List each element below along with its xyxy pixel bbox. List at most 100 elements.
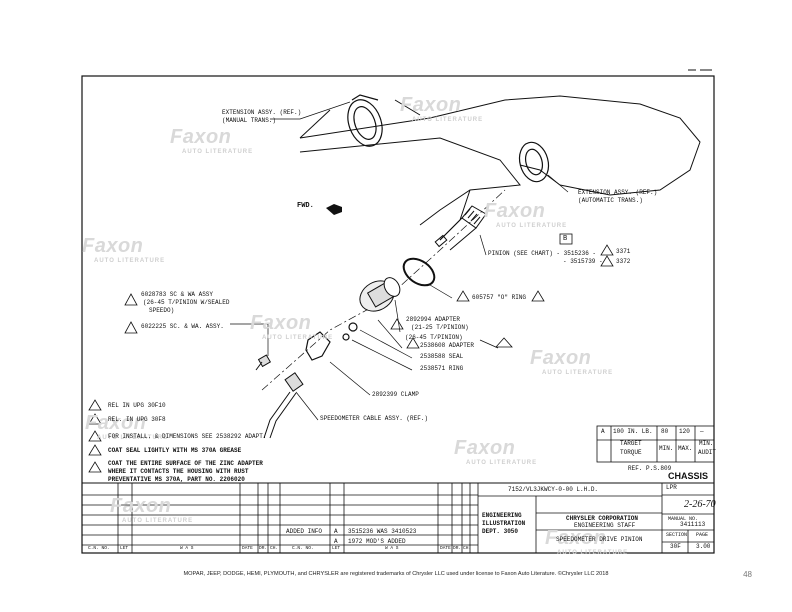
note-2: REL. IN UPG 30F8 — [108, 416, 166, 423]
manual-no-label: MANUAL NO. — [668, 516, 699, 522]
col-cn-no-2: C.N. NO. — [292, 546, 314, 551]
clamp-shape — [305, 331, 331, 361]
torque-max: MAX. — [678, 445, 693, 452]
drawing-title: SPEEDOMETER DRIVE PINION — [556, 536, 643, 543]
label-extension-auto-sub: (AUTOMATIC TRANS.) — [578, 197, 643, 204]
added-info: ADDED INFO — [286, 528, 323, 535]
note-triangles — [124, 244, 614, 349]
release-date: 2-26-70 — [684, 499, 716, 510]
corporation: CHRYSLER CORPORATION — [566, 515, 639, 522]
seal-shape — [348, 322, 358, 332]
title-block-grid — [82, 483, 714, 553]
label-clamp: 2892399 CLAMP — [372, 391, 419, 398]
torque-min-audit: MIN. — [699, 440, 714, 447]
page-value: 3.00 — [696, 543, 711, 550]
note-3: FOR INSTALL. & DIMENSIONS SEE 2538292 AD… — [108, 433, 267, 440]
label-sc-assy-3: SPEEDO) — [149, 307, 175, 314]
screw-shape — [255, 354, 272, 371]
revision-b-mark: A — [334, 538, 338, 545]
chassis-title: CHASSIS — [668, 471, 709, 481]
page-label: PAGE — [696, 532, 709, 538]
label-sc-assy-1: 6028783 SC & WA ASSY — [141, 291, 214, 298]
label-extension-auto: EXTENSION ASSY. (REF.) — [578, 189, 658, 196]
col-cn-no: C.N. NO. — [88, 546, 110, 551]
col-ch: CH. — [270, 546, 279, 551]
label-adapter-1b: (21-25 T/PINION) — [411, 324, 469, 331]
torque-audit: AUDIT — [698, 449, 717, 456]
label-seal: 2538588 SEAL — [420, 353, 464, 360]
label-adapter-2b: 2538608 ADAPTER — [420, 342, 475, 349]
label-o-ring: 605757 "O" RING — [472, 294, 527, 301]
engineering-2: ILLUSTRATION — [482, 520, 526, 527]
note-5a: COAT THE ENTIRE SURFACE OF THE ZINC ADAP… — [108, 460, 263, 467]
label-pinion-2: - 3515739 - — [563, 258, 603, 265]
col-dr: DR. — [259, 546, 268, 551]
fwd-arrow — [326, 204, 342, 215]
label-adapter-1: 2892994 ADAPTER — [406, 316, 461, 323]
torque-mark: A — [601, 428, 605, 435]
cable-shape — [263, 372, 304, 439]
engineering-1: ENGINEERING — [482, 512, 522, 519]
col-was: W A S — [180, 546, 194, 551]
lpr-label: LPR — [666, 484, 677, 491]
torque-col-1: 80 — [661, 428, 669, 435]
center-line — [261, 189, 506, 391]
label-fwd: FWD. — [297, 202, 314, 210]
label-sc-assy-4: 6022225 SC. & WA. ASSY. — [141, 323, 224, 330]
torque-label: TORQUE — [620, 449, 642, 456]
manual-no: 3411113 — [680, 521, 706, 528]
label-box-b: B — [563, 235, 568, 243]
label-ring: 2538571 RING — [420, 365, 464, 372]
auto-extension-ring — [518, 141, 550, 183]
model-number: 7152/VL3JKWCY-0-00 L.H.D. — [508, 486, 599, 493]
revision-a-text: 3515236 WAS 3410523 — [348, 528, 417, 535]
ring-shape — [342, 333, 350, 341]
col-date: DATE — [242, 546, 253, 551]
col-dr-2: DR. — [453, 546, 462, 551]
torque-min: MIN. — [659, 445, 674, 452]
torque-table-grid — [596, 425, 715, 463]
label-pinion: PINION (SEE CHART) - 3515236 - — [488, 250, 597, 257]
revision-a-mark: A — [334, 528, 338, 535]
revision-b-text: 1972 MOD'S ADDED — [348, 538, 406, 545]
section-label: SECTION — [666, 532, 688, 538]
torque-value: 100 IN. LB. — [613, 428, 653, 435]
label-pinion-ref-1: 3371 — [616, 248, 631, 255]
torque-col-3: — — [700, 428, 704, 435]
section-value: 30F — [670, 543, 681, 550]
label-adapter-2a: (26-45 T/PINION) — [405, 334, 463, 341]
pinion-gear — [434, 205, 487, 251]
engineering-staff: ENGINEERING STAFF — [574, 522, 636, 529]
label-extension-manual: EXTENSION ASSY. (REF.) — [222, 109, 302, 116]
note-4: COAT SEAL LIGHTLY WITH MS 370A GREASE — [108, 447, 242, 454]
col-ch-2: CH. — [463, 546, 472, 551]
note-5b: WHERE IT CONTACTS THE HOUSING WITH RUST — [108, 468, 249, 475]
label-cable: SPEEDOMETER CABLE ASSY. (REF.) — [320, 415, 429, 422]
adapter-body — [359, 277, 401, 312]
col-date-2: DATE — [440, 546, 451, 551]
note-1: REL IN UPG 30F10 — [108, 402, 166, 409]
legend-triangles — [88, 399, 102, 473]
note-5c: PREVENTATIVE MS 370A, PART NO. 2206020 — [108, 476, 245, 483]
manual-extension-ring — [347, 94, 383, 147]
col-let-2: LET — [332, 546, 341, 551]
label-sc-assy-2: (26-45 T/PINION W/SEALED — [143, 299, 230, 306]
col-was-2: W A S — [385, 546, 399, 551]
engineering-3: DEPT. 3050 — [482, 528, 519, 535]
col-let: LET — [120, 546, 129, 551]
trademark-footer: MOPAR, JEEP, DODGE, HEMI, PLYMOUTH, and … — [183, 571, 609, 577]
label-extension-manual-sub: (MANUAL TRANS.) — [222, 117, 277, 124]
o-ring-shape — [402, 257, 436, 287]
label-pinion-ref-2: 3372 — [616, 258, 631, 265]
leader-lines — [230, 101, 569, 421]
